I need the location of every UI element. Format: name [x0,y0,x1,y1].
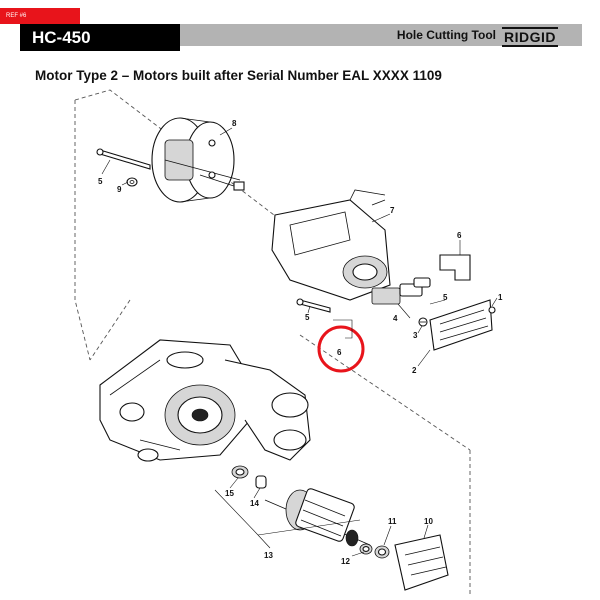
washer-part [126,177,138,187]
callout-13: 13 [264,551,273,560]
highlighted-part-6: 6 [317,319,365,373]
brand-logo: RIDGID [502,27,558,47]
model-name: HC-450 [20,24,180,51]
callout-15: 15 [225,489,234,498]
screw-part [96,148,151,170]
terminal-screw-part [488,306,496,314]
brush-holder-part [371,277,431,305]
callout-14: 14 [250,499,259,508]
callout-5-lower: 5 [305,313,310,322]
callout-11: 11 [388,517,397,526]
callout-6-highlighted: 6 [337,348,342,357]
tool-title: Hole Cutting Tool [396,28,496,42]
fan-part [394,534,449,591]
motor-housing-part [271,189,391,301]
callout-6-upper: 6 [457,231,462,240]
ref-tab: REF #6 [0,8,80,24]
armature-part [264,488,371,547]
callout-12: 12 [341,557,350,566]
callout-1: 1 [498,293,503,302]
callout-3: 3 [413,331,418,340]
callout-10: 10 [424,517,433,526]
small-screw-part [418,317,428,327]
field-stator-part [151,117,245,203]
sleeve-part [255,475,267,489]
leader-lines [101,127,498,557]
callout-7: 7 [390,206,395,215]
bearing-part-upper [231,465,249,479]
callout-4: 4 [393,314,398,323]
callout-8: 8 [232,119,237,128]
callout-5-upper: 5 [98,177,103,186]
callout-5-right: 5 [443,293,448,302]
callout-9: 9 [117,185,122,194]
gear-housing-body [99,339,311,462]
bearing-part-end [374,545,390,559]
insulator-sheet-part [439,254,471,281]
assembly-dashed-boundary [74,89,321,251]
screw-part-lower [296,298,331,313]
bearing-part-lower [359,543,373,555]
page-heading: Motor Type 2 – Motors built after Serial… [35,68,442,83]
switch-assembly-part [429,299,493,351]
callout-2: 2 [412,366,417,375]
highlight-ring [317,325,365,373]
